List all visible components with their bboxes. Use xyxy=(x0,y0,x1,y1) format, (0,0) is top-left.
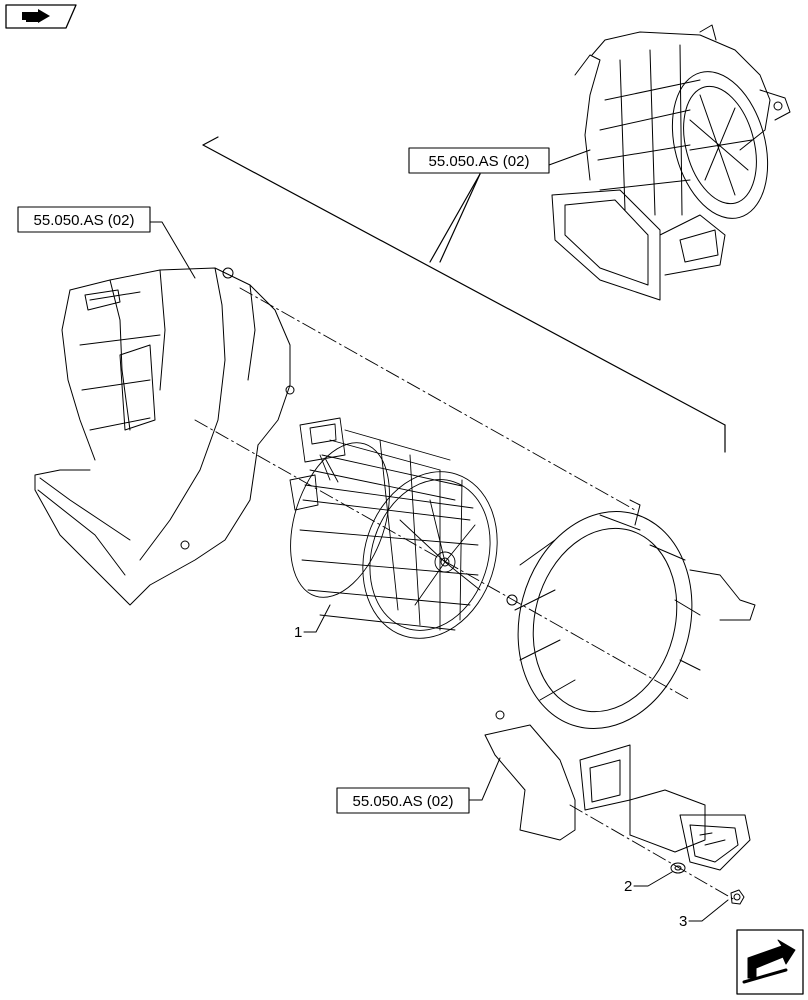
nav-next-icon[interactable] xyxy=(736,929,804,995)
reference-leader-bottom xyxy=(468,757,501,801)
bracket-leader xyxy=(429,173,481,263)
reference-label-bottom[interactable]: 55.050.AS (02) xyxy=(336,787,470,814)
reference-leader-left xyxy=(149,221,196,279)
callout-1-number: 1 xyxy=(294,624,302,641)
group-bracket xyxy=(202,136,726,453)
reference-label-top-text: 55.050.AS (02) xyxy=(429,153,530,170)
reference-label-top[interactable]: 55.050.AS (02) xyxy=(408,147,550,174)
blower-fan-wheel xyxy=(289,417,498,639)
reference-label-left[interactable]: 55.050.AS (02) xyxy=(17,206,151,233)
reference-leader-top xyxy=(548,149,591,166)
callout-3-number: 3 xyxy=(679,913,687,930)
reference-label-left-text: 55.050.AS (02) xyxy=(34,212,135,229)
resistor-module xyxy=(629,789,751,874)
nav-back-icon[interactable] xyxy=(5,4,77,29)
callout-1[interactable]: 1 xyxy=(294,604,331,641)
callout-2-number: 2 xyxy=(624,878,632,895)
assembled-blower-unit xyxy=(551,24,791,301)
screw-icon xyxy=(730,889,745,905)
callout-3[interactable]: 3 xyxy=(679,899,729,930)
callout-2[interactable]: 2 xyxy=(624,871,673,895)
callout-1-leader xyxy=(303,604,331,633)
callout-3-leader xyxy=(688,899,729,922)
blower-housing-right xyxy=(484,499,756,841)
callout-2-leader xyxy=(633,871,673,887)
reference-label-bottom-text: 55.050.AS (02) xyxy=(353,793,454,810)
blower-housing-left xyxy=(34,267,295,606)
